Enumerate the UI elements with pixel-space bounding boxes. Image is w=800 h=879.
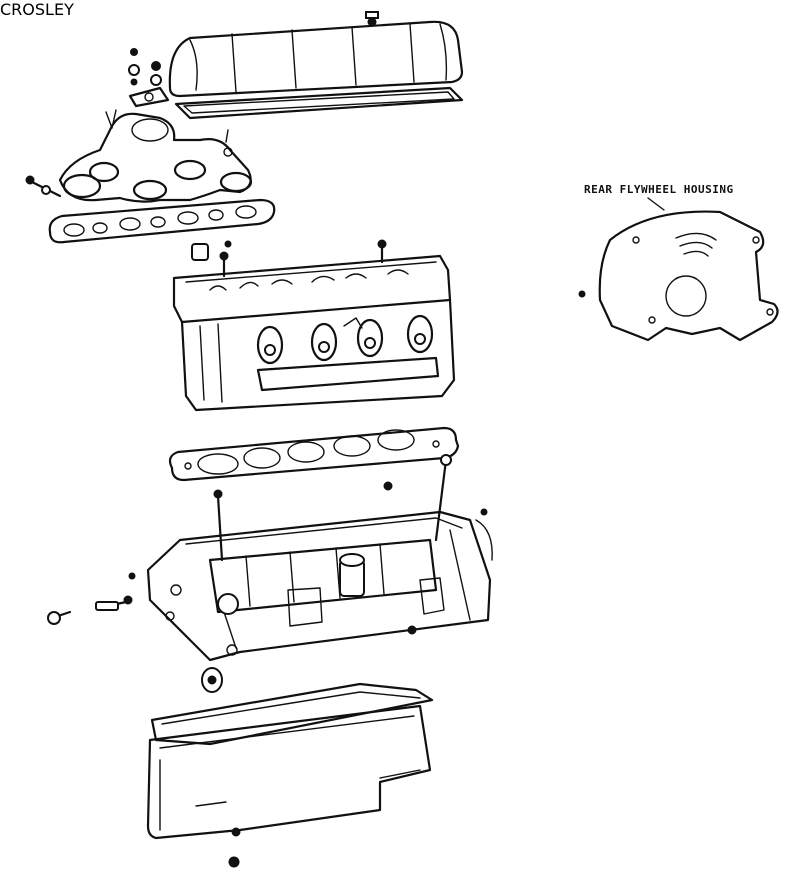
head-studs [191,239,387,278]
valve-cover-nuts [128,48,162,86]
head-gasket [168,426,460,482]
block-studs-and-dipstick [47,454,488,693]
engine-block [146,510,493,662]
rear-flywheel-housing [578,197,779,342]
manifold-gasket [48,198,276,244]
manifold-stud [25,175,62,198]
cylinder-head [172,254,456,412]
intake-exhaust-manifold [58,86,253,203]
oil-pan [146,704,432,868]
head-brand-text: CROSLEY [0,0,74,19]
valve-cover [168,11,464,98]
rear-flywheel-housing-label: REAR FLYWHEEL HOUSING [584,183,734,196]
valve-cover-gasket [174,86,464,120]
